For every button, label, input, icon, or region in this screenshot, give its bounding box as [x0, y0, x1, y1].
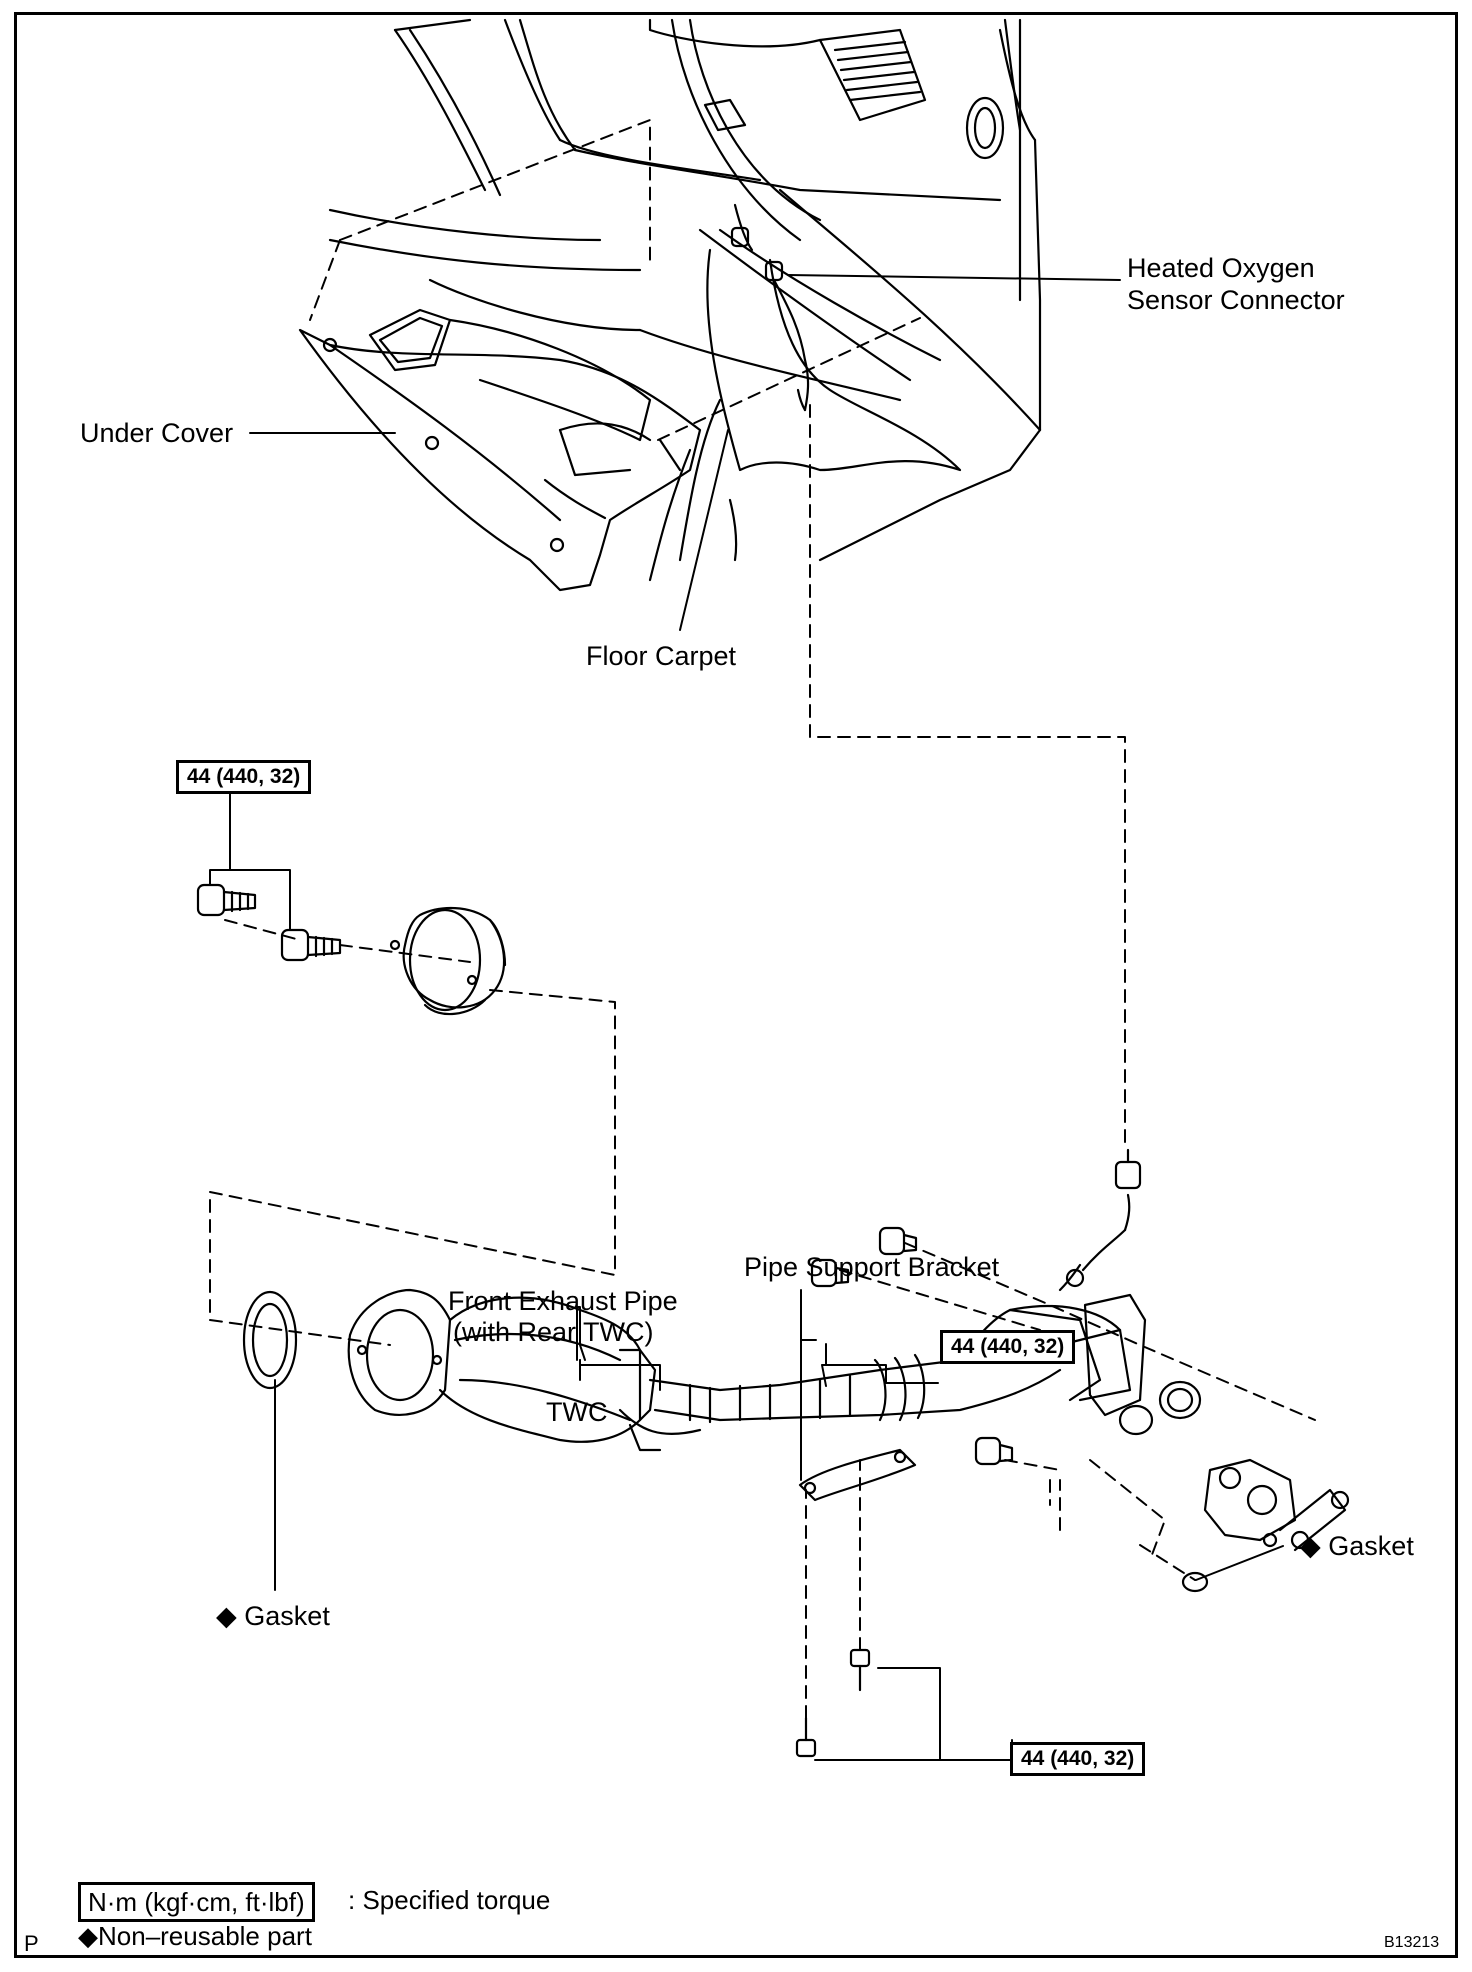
exhaust-flange-upper — [389, 906, 507, 1016]
label-under-cover: Under Cover — [80, 418, 234, 448]
leader-lines — [209, 274, 1284, 1761]
legend-specified-torque: : Specified torque — [348, 1885, 551, 1915]
legend-torque-unit-box: N·m (kgf·cm, ft·lbf) — [78, 1882, 315, 1922]
figure-id: B13213 — [1384, 1934, 1440, 1951]
under-cover-illustration — [298, 308, 702, 592]
right-flange-parts — [1118, 1380, 1350, 1593]
gasket-left-illustration — [242, 1290, 298, 1390]
label-gasket-right: ◆ Gasket — [1300, 1530, 1414, 1562]
label-pipe-support-bracket: Pipe Support Bracket — [744, 1252, 1000, 1282]
non-reusable-diamond-icon: ◆ — [216, 1601, 237, 1631]
bolt-group-upper-left — [196, 883, 342, 962]
label-heated-oxygen-sensor-line1: Heated Oxygen — [1127, 253, 1315, 283]
legend-non-reusable-part: ◆Non–reusable part — [78, 1921, 312, 1951]
label-gasket-right-text: Gasket — [1328, 1531, 1414, 1561]
torque-spec-mid-right: 44 (440, 32) — [940, 1330, 1076, 1364]
figure-frame — [14, 12, 1458, 1958]
label-gasket-left-text: Gasket — [244, 1601, 330, 1631]
label-heated-oxygen-sensor-line2: Sensor Connector — [1127, 285, 1345, 315]
bolt-group-bottom — [795, 1648, 871, 1758]
vehicle-interior-illustration — [328, 18, 1042, 582]
label-front-exhaust-pipe-line2: (with Rear TWC) — [453, 1317, 654, 1347]
page-letter: P — [24, 1931, 39, 1956]
label-front-exhaust-pipe-line1: Front Exhaust Pipe — [448, 1286, 678, 1316]
non-reusable-diamond-icon: ◆ — [1300, 1531, 1321, 1561]
label-gasket-left: ◆ Gasket — [216, 1600, 330, 1632]
torque-spec-upper-left: 44 (440, 32) — [176, 760, 312, 794]
torque-spec-bottom-right: 44 (440, 32) — [1010, 1742, 1146, 1776]
label-floor-carpet: Floor Carpet — [586, 641, 737, 671]
label-twc: TWC — [546, 1397, 608, 1427]
dashed-alignment-lines — [209, 119, 1316, 1719]
